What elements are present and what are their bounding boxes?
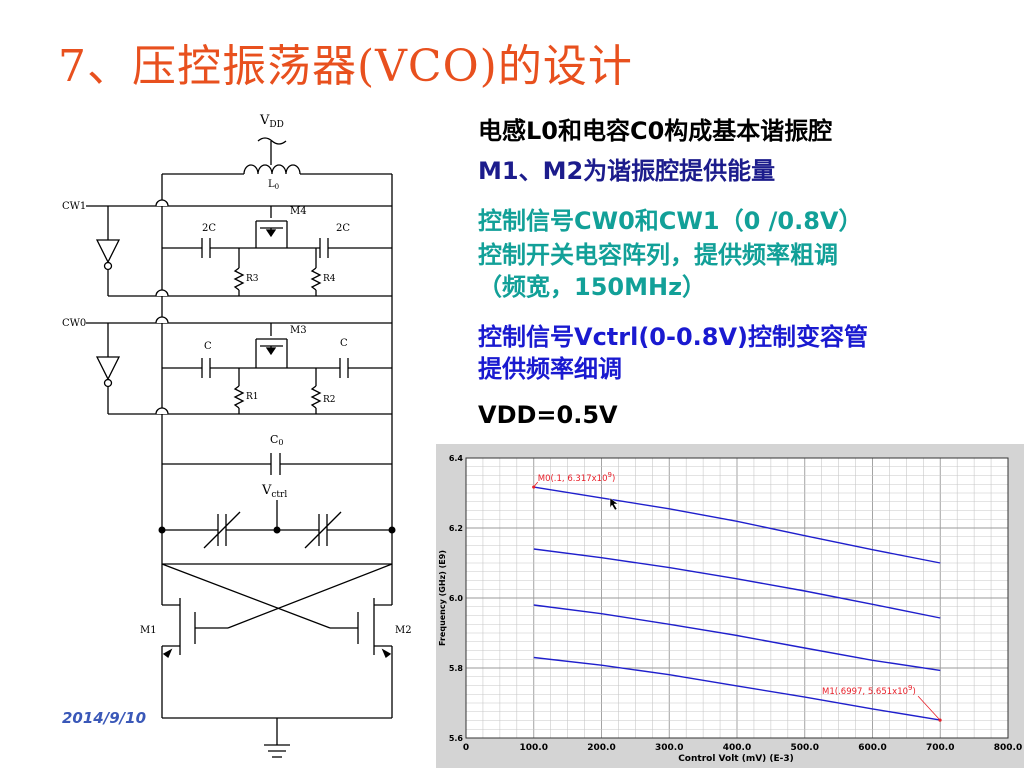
resistor-r1 <box>233 385 245 409</box>
cap-2c-left-label: 2C <box>202 223 216 234</box>
m4-label: M4 <box>290 206 307 217</box>
m1-label: M1 <box>140 625 157 636</box>
x-tick-label: 300.0 <box>655 743 683 753</box>
vco-circuit-schematic: VDD L0 CW1 CW0 M4 M3 2C 2C C C R3 R4 R1 … <box>62 113 412 758</box>
l0-label: L0 <box>268 179 279 191</box>
desc-line-3: 控制信号CW0和CW1（0 /0.8V） <box>478 207 863 235</box>
r1-label: R1 <box>246 392 259 402</box>
desc-line-4: 控制开关电容阵列，提供频率粗调 <box>478 241 838 269</box>
inverter-cw0 <box>95 356 121 381</box>
cap-c-left-label: C <box>204 341 212 352</box>
x-tick-label: 400.0 <box>723 743 751 753</box>
marker-layer: M0(.1, 6.317x109) M1(.6997, 5.651x109) <box>532 471 942 722</box>
marker-label-m0: M0(.1, 6.317x109) <box>538 471 616 484</box>
series-line-1 <box>533 486 941 564</box>
marker-point-m1 <box>938 718 942 722</box>
desc-line-7: 提供频率细调 <box>478 355 622 383</box>
m2-label: M2 <box>395 625 412 636</box>
m3-label: M3 <box>290 325 307 336</box>
x-axis-label: Control Volt (mV) (E-3) <box>678 754 794 764</box>
desc-line-2: M1、M2为谐振腔提供能量 <box>478 157 776 185</box>
inductor-l0 <box>243 164 301 175</box>
vdd-label: VDD <box>259 113 284 130</box>
cw0-label: CW0 <box>62 318 86 329</box>
vctrl-label: Vctrl <box>261 483 287 500</box>
r2-label: R2 <box>323 395 336 405</box>
series-line-4 <box>533 656 941 721</box>
page-title: 7、压控振荡器(VCO)的设计 <box>58 41 633 92</box>
cap-c-right-label: C <box>340 338 348 349</box>
y-tick-label: 5.6 <box>449 734 464 743</box>
x-tick-label: 0 <box>463 743 469 753</box>
marker-point-m0 <box>532 485 536 489</box>
x-tick-label: 600.0 <box>858 743 886 753</box>
x-tick-labels: 0 100.0 200.0 300.0 400.0 500.0 600.0 700.0 800.… <box>463 743 1022 753</box>
frequency-chart: 0 100.0 200.0 300.0 400.0 500.0 600.0 700.0 800.… <box>436 444 1024 768</box>
marker-leader-m1 <box>917 695 941 721</box>
y-tick-label: 6.2 <box>449 524 463 533</box>
x-tick-label: 200.0 <box>587 743 615 753</box>
resistor-r2 <box>310 385 322 409</box>
date-stamp: 2014/9/10 <box>62 709 147 727</box>
y-tick-label: 6.4 <box>449 454 464 463</box>
desc-line-8: VDD=0.5V <box>478 401 618 429</box>
y-axis-label: Frequency (GHz) (E9) <box>438 550 447 646</box>
marker-label-m1: M1(.6997, 5.651x109) <box>822 684 916 697</box>
series-layer <box>533 486 941 721</box>
inverter-cw1 <box>95 239 121 264</box>
desc-line-6: 控制信号Vctrl(0-0.8V)控制变容管 <box>478 323 869 351</box>
resistor-r3 <box>233 267 245 291</box>
c0-label: C0 <box>270 433 284 447</box>
r4-label: R4 <box>323 274 336 284</box>
chart-grid <box>465 457 1009 739</box>
x-tick-label: 100.0 <box>520 743 548 753</box>
x-tick-label: 700.0 <box>926 743 954 753</box>
vdd-symbol <box>257 137 287 145</box>
mouse-cursor-icon <box>609 497 619 511</box>
y-tick-labels: 5.6 5.8 6.0 6.2 6.4 <box>449 454 464 743</box>
desc-line-5: （频宽，150MHz） <box>478 273 707 301</box>
cw1-label: CW1 <box>62 201 86 212</box>
r3-label: R3 <box>246 274 259 284</box>
resistor-r4 <box>310 267 322 291</box>
y-tick-label: 6.0 <box>449 594 464 603</box>
x-tick-label: 800.0 <box>994 743 1022 753</box>
desc-line-1: 电感L0和电容C0构成基本谐振腔 <box>478 117 833 145</box>
y-tick-label: 5.8 <box>449 664 464 673</box>
cap-2c-right-label: 2C <box>336 223 350 234</box>
plot-border <box>465 457 1009 739</box>
series-line-2 <box>533 548 941 619</box>
series-line-3 <box>533 604 941 672</box>
x-tick-label: 500.0 <box>791 743 819 753</box>
